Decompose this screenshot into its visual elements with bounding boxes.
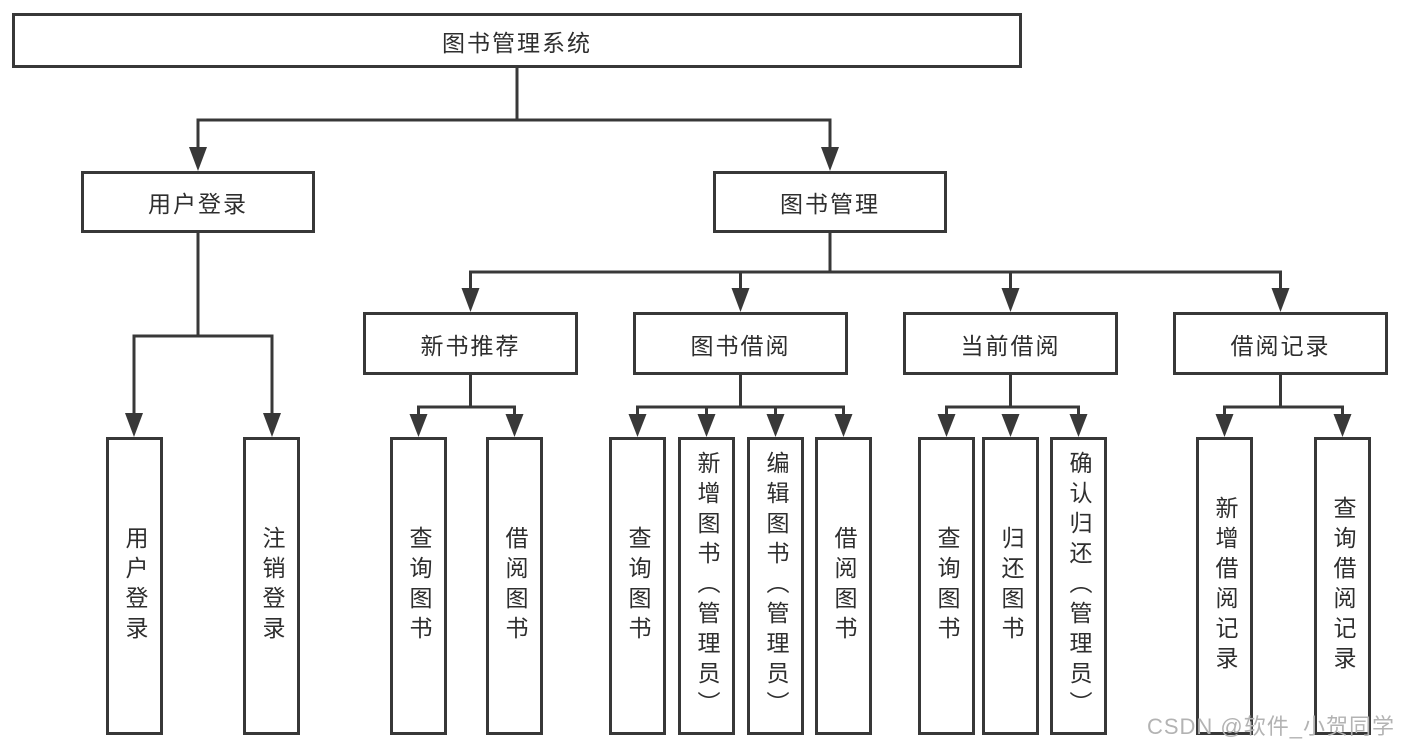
arrow-down-icon [628,414,647,437]
edges-root-to-level2 [196,68,832,149]
leaf-query-books-3-label: 查询图书 [934,526,960,646]
leaf-edit-books-admin: 编辑图书（管理员） [747,437,804,735]
arrow-down-icon [125,413,143,437]
leaf-query-books-1: 查询图书 [390,437,447,735]
leaf-return-books: 归还图书 [982,437,1039,735]
edges-user-login-to-leaves [132,233,274,415]
arrow-down-icon [1069,414,1088,437]
leaf-logout-label: 注销登录 [259,526,285,646]
leaf-add-borrow-record-label: 新增借阅记录 [1212,496,1238,676]
leaf-borrow-books-2-label: 借阅图书 [831,526,857,646]
arrow-down-icon [731,288,750,312]
node-book-management: 图书管理 [713,171,947,233]
arrow-down-icon [766,414,785,437]
arrow-down-icon [937,414,956,437]
arrow-down-icon [189,147,207,171]
leaf-add-books-admin-label: 新增图书（管理员） [694,451,720,721]
arrow-down-icon [1271,288,1290,312]
arrow-down-icon [1333,414,1352,437]
node-root-label: 图书管理系统 [442,29,592,56]
arrow-down-icon [1001,414,1020,437]
leaf-user-login: 用户登录 [106,437,163,735]
leaf-query-books-2: 查询图书 [609,437,666,735]
leaf-user-login-label: 用户登录 [122,526,148,646]
node-new-book-recommendation-label: 新书推荐 [420,332,521,359]
node-borrowing-records: 借阅记录 [1173,312,1388,375]
leaf-confirm-return-admin: 确认归还（管理员） [1050,437,1107,735]
leaf-add-borrow-record: 新增借阅记录 [1196,437,1253,735]
arrow-down-icon [409,414,428,437]
watermark: CSDN @软件_小贺同学 [1146,714,1395,739]
arrow-down-icon [834,414,853,437]
arrow-down-icon [1215,414,1234,437]
edges-current-borrow-to-leaves [945,375,1080,416]
arrow-down-icon [697,414,716,437]
arrow-down-icon [505,414,524,437]
leaf-logout: 注销登录 [243,437,300,735]
leaf-borrow-books-1: 借阅图书 [486,437,543,735]
arrow-down-icon [1001,288,1020,312]
leaf-add-books-admin: 新增图书（管理员） [678,437,735,735]
leaf-confirm-return-admin-label: 确认归还（管理员） [1066,451,1092,721]
arrow-down-icon [263,413,281,437]
node-new-book-recommendation: 新书推荐 [363,312,578,375]
node-current-borrowing: 当前借阅 [903,312,1118,375]
node-current-borrowing-label: 当前借阅 [960,332,1061,359]
leaf-query-books-1-label: 查询图书 [406,526,432,646]
edges-borrow-records-to-leaves [1223,375,1344,416]
node-borrowing-records-label: 借阅记录 [1230,332,1331,359]
node-book-borrowing-label: 图书借阅 [690,332,791,359]
node-user-login-label: 用户登录 [148,191,248,217]
leaf-query-borrow-record-label: 查询借阅记录 [1330,496,1356,676]
arrow-down-icon [461,288,480,312]
leaf-query-borrow-record: 查询借阅记录 [1314,437,1371,735]
edges-book-borrow-to-leaves [636,375,845,416]
node-book-management-label: 图书管理 [780,191,880,217]
node-user-login: 用户登录 [81,171,315,233]
node-root: 图书管理系统 [12,13,1022,68]
edges-new-book-rec-to-leaves [417,375,516,416]
node-book-borrowing: 图书借阅 [633,312,848,375]
edges-book-mgmt-to-level3 [469,233,1282,290]
arrow-down-icon [821,147,839,171]
leaf-query-books-2-label: 查询图书 [625,526,651,646]
leaf-query-books-3: 查询图书 [918,437,975,735]
leaf-return-books-label: 归还图书 [998,526,1024,646]
leaf-borrow-books-1-label: 借阅图书 [502,526,528,646]
leaf-edit-books-admin-label: 编辑图书（管理员） [763,451,789,721]
leaf-borrow-books-2: 借阅图书 [815,437,872,735]
